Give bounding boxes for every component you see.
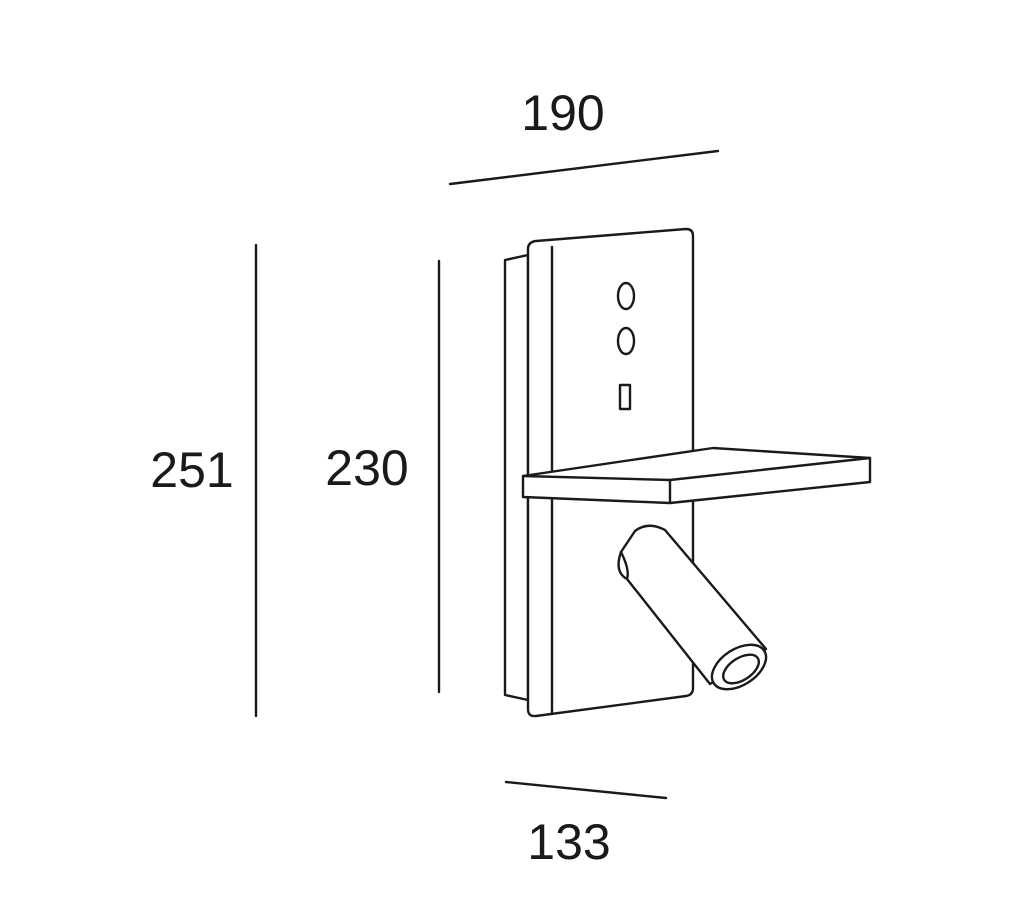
wall-lamp-with-shelf-and-spotlight-icon [503,227,872,718]
usb-port-icon [618,383,632,411]
spotlight-lens [721,653,761,685]
dimension-line-bottom [504,780,668,800]
dimension-label-plate-height: 230 [325,440,408,496]
dimension-label-total-height: 251 [150,442,233,498]
spotlight-icon [617,524,768,691]
touch-button-icon [616,326,636,356]
dimension-line-top [448,149,720,186]
dimension-total-height: 251 [150,243,258,718]
dimension-plate-height: 230 [325,259,441,694]
dimension-top-width: 190 [448,85,720,186]
shelf-top [521,446,872,505]
spotlight-tube [617,524,768,686]
dimension-label-top-width: 190 [521,85,604,141]
touch-button-icon [616,281,636,311]
dimension-bottom-width: 133 [504,780,668,870]
dimension-label-bottom-width: 133 [527,814,610,870]
spotlight-joint [619,550,629,581]
